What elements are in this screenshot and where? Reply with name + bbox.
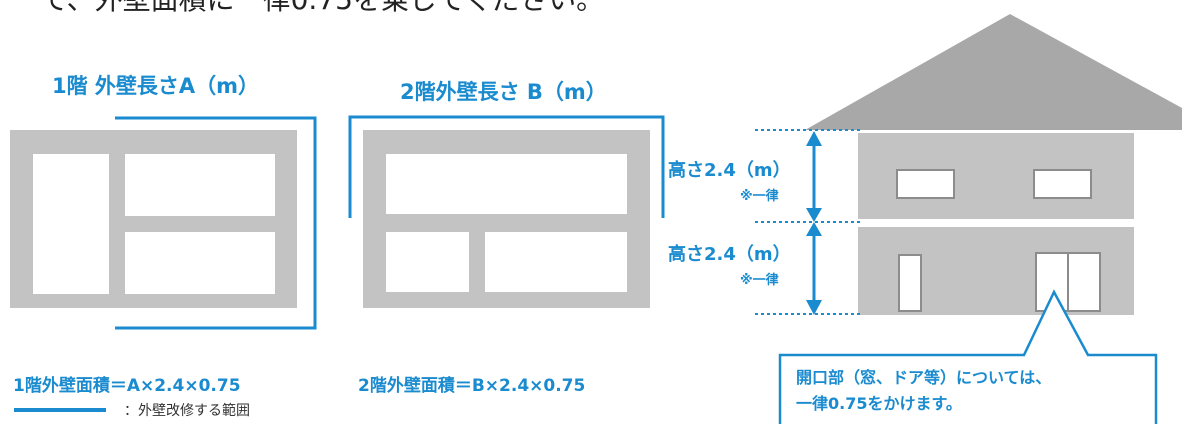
floor1-renovation-range-line xyxy=(115,116,317,330)
opening-callout-box xyxy=(778,289,1158,424)
second-floor-window-right xyxy=(1033,169,1092,199)
floor1-area-formula: 1階外壁面積＝A×2.4×0.75 xyxy=(13,376,241,396)
height-label-lower: 高さ2.4（m） xyxy=(668,244,791,265)
callout-line-2: 一律0.75をかけます。 xyxy=(796,394,962,413)
floor1-room-left xyxy=(33,154,109,294)
second-floor-window-left xyxy=(896,169,955,199)
floor2-plan xyxy=(363,130,650,308)
first-floor-door xyxy=(898,254,922,312)
height-arrow-upper xyxy=(806,131,822,222)
house-roof xyxy=(805,14,1182,130)
floor2-room-top xyxy=(386,154,627,214)
floor2-length-title: 2階外壁長さ B（m） xyxy=(400,80,607,104)
callout-line-1: 開口部（窓、ドア等）については、 xyxy=(796,368,1052,387)
legend-text: ：外壁改修する範囲 xyxy=(124,403,250,419)
intro-text: て、外壁面積に一律0.75を乗じてください。 xyxy=(40,0,604,18)
height-note-upper: ※一律 xyxy=(740,189,779,204)
height-arrow-lower xyxy=(806,222,822,315)
height-note-lower: ※一律 xyxy=(740,273,779,288)
floor2-room-lower-right xyxy=(485,232,627,292)
floor2-room-lower-left xyxy=(386,232,469,292)
house-elevation xyxy=(805,14,1182,315)
floor2-area-formula: 2階外壁面積＝B×2.4×0.75 xyxy=(358,376,586,396)
floor2-renovation-range-line xyxy=(348,115,665,218)
height-label-upper: 高さ2.4（m） xyxy=(668,160,791,181)
opening-callout-text: 開口部（窓、ドア等）については、 一律0.75をかけます。 xyxy=(796,365,1051,417)
floor1-length-title: 1階 外壁長さA（m） xyxy=(52,74,260,98)
floor1-room-upper-right xyxy=(125,154,275,216)
floor1-plan xyxy=(10,130,297,308)
floor1-room-lower-right xyxy=(125,232,275,294)
